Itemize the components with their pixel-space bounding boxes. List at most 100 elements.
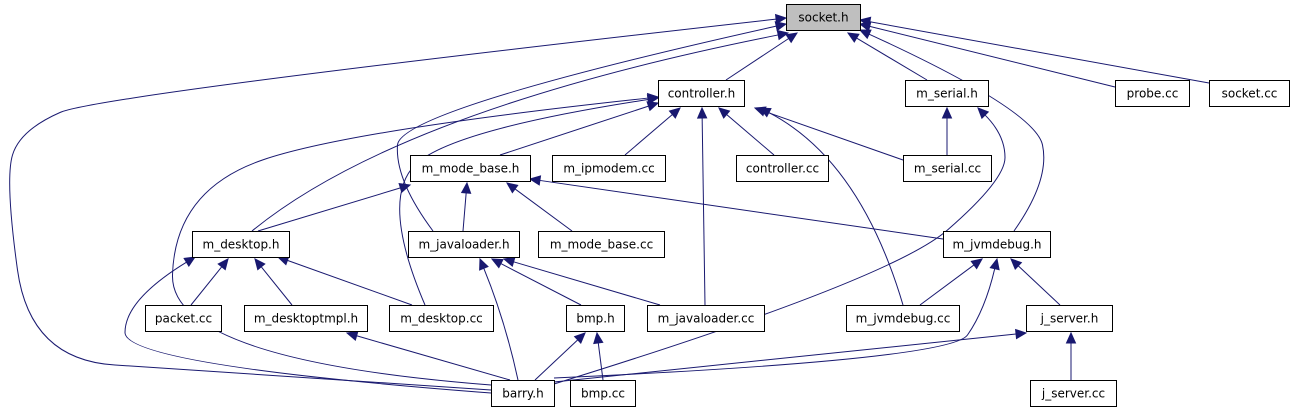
node-m-jvmdebug-cc[interactable]: m_jvmdebug.cc [846,305,960,332]
node-m-desktop-cc[interactable]: m_desktop.cc [389,305,494,332]
edge-line [462,192,467,232]
node-controller-cc[interactable]: controller.cc [736,155,829,182]
edge-m-desktoptmpl-h-to-m-desktop-h [254,258,293,306]
edge-barry-h-to-socket-h [9,13,788,391]
edge-m-desktop-cc-to-controller-h [399,94,660,306]
node-label: j_server.h [1040,312,1099,326]
arrowhead [1010,258,1023,271]
node-box [658,80,745,107]
node-box [408,231,520,258]
arrowhead [696,106,708,119]
node-box [1115,80,1190,107]
node-label: m_jvmdebug.cc [856,312,951,326]
node-j-server-cc[interactable]: j_server.cc [1030,380,1117,407]
edge-m-serial-cc-to-controller-h [753,106,904,161]
node-m-mode-base-cc[interactable]: m_mode_base.cc [538,231,665,258]
edge-line [725,38,789,81]
edge-line [597,342,604,381]
node-packet-cc[interactable]: packet.cc [145,305,222,332]
edge-line [768,112,904,306]
edge-bmp-cc-to-bmp-h [593,331,604,381]
node-probe-cc[interactable]: probe.cc [1115,80,1190,107]
node-label: socket.h [798,11,848,25]
arrowhead [183,256,197,267]
arrowhead [858,29,872,40]
arrowhead [460,181,472,194]
node-m-desktoptmpl-h[interactable]: m_desktoptmpl.h [244,305,368,332]
edge-controller-cc-to-controller-h [718,107,775,156]
arrowhead [528,175,542,186]
node-box [491,380,555,407]
edge-m-mode-base-h-to-controller-h [499,101,660,156]
node-m-desktop-h[interactable]: m_desktop.h [192,231,290,258]
node-box [570,380,636,407]
arrowhead [858,16,872,28]
node-label: m_mode_base.h [422,162,520,176]
arrowhead [573,332,586,345]
edge-j-server-cc-to-j-server-h [1065,331,1077,380]
node-m-ipmodem-cc[interactable]: m_ipmodem.cc [552,155,666,182]
node-m-jvmdebug-h[interactable]: m_jvmdebug.h [943,231,1051,258]
arrowhead [774,21,788,32]
arrowhead [846,32,860,43]
edge-m-jvmdebug-h-to-m-mode-base-h [528,175,944,240]
node-box [846,305,960,332]
node-label: controller.cc [746,162,819,176]
edge-line [856,37,928,81]
node-m-javaloader-h[interactable]: m_javaloader.h [408,231,520,258]
edge-m-ipmodem-cc-to-controller-h [624,107,681,156]
edge-m-serial-h-to-socket-h [846,32,928,81]
edge-line [553,268,996,379]
edge-m-jvmdebug-cc-to-m-jvmdebug-h [919,258,983,306]
arrowhead [977,107,990,120]
node-socket-h[interactable]: socket.h [786,4,861,31]
edge-m-serial-cc-to-m-serial-h [941,106,953,155]
node-box [145,305,222,332]
node-controller-h[interactable]: controller.h [658,80,745,107]
node-box [943,231,1051,258]
node-socket-cc[interactable]: socket.cc [1209,80,1290,107]
arrowhead [774,13,788,25]
node-label: m_javaloader.h [418,238,509,252]
node-m-javaloader-cc[interactable]: m_javaloader.cc [647,305,765,332]
node-label: packet.cc [155,312,212,326]
node-label: j_server.cc [1041,387,1105,401]
node-box [905,80,989,107]
edge-line [499,105,649,156]
node-box [244,305,368,332]
arrowhead [1065,331,1077,344]
edge-m-mode-base-cc-to-m-mode-base-h [506,182,573,232]
node-bmp-h[interactable]: bmp.h [566,305,625,332]
arrowhead [941,106,953,119]
node-barry-h[interactable]: barry.h [491,380,555,407]
node-label: bmp.cc [581,387,625,401]
node-label: barry.h [502,387,543,401]
edge-line [396,25,777,232]
node-box [786,4,861,31]
edge-m-desktop-h-to-socket-h [251,29,790,232]
arrowhead [668,107,681,119]
edge-m-desktop-cc-to-m-desktop-h [276,255,413,306]
node-label: socket.cc [1222,87,1278,101]
node-box [903,155,992,182]
edge-line [287,259,413,306]
node-bmp-cc[interactable]: bmp.cc [570,380,636,407]
arrowhead [593,331,604,345]
node-m-mode-base-h[interactable]: m_mode_base.h [410,155,531,182]
edge-line [919,264,975,306]
arrowhead [718,107,731,119]
edge-line [553,333,1017,383]
edge-line [356,335,511,381]
node-label: probe.cc [1127,87,1179,101]
edge-line [726,114,775,156]
edge-m-javaloader-cc-to-m-javaloader-h [502,256,661,306]
node-m-serial-h[interactable]: m_serial.h [905,80,989,107]
node-j-server-h[interactable]: j_server.h [1026,305,1113,332]
node-box [1209,80,1290,107]
arrowhead [785,32,799,44]
node-m-serial-cc[interactable]: m_serial.cc [903,155,992,182]
arrowhead [479,257,489,271]
arrowhead [506,182,519,194]
node-label: m_desktop.cc [400,312,483,326]
edge-line [869,21,1210,84]
